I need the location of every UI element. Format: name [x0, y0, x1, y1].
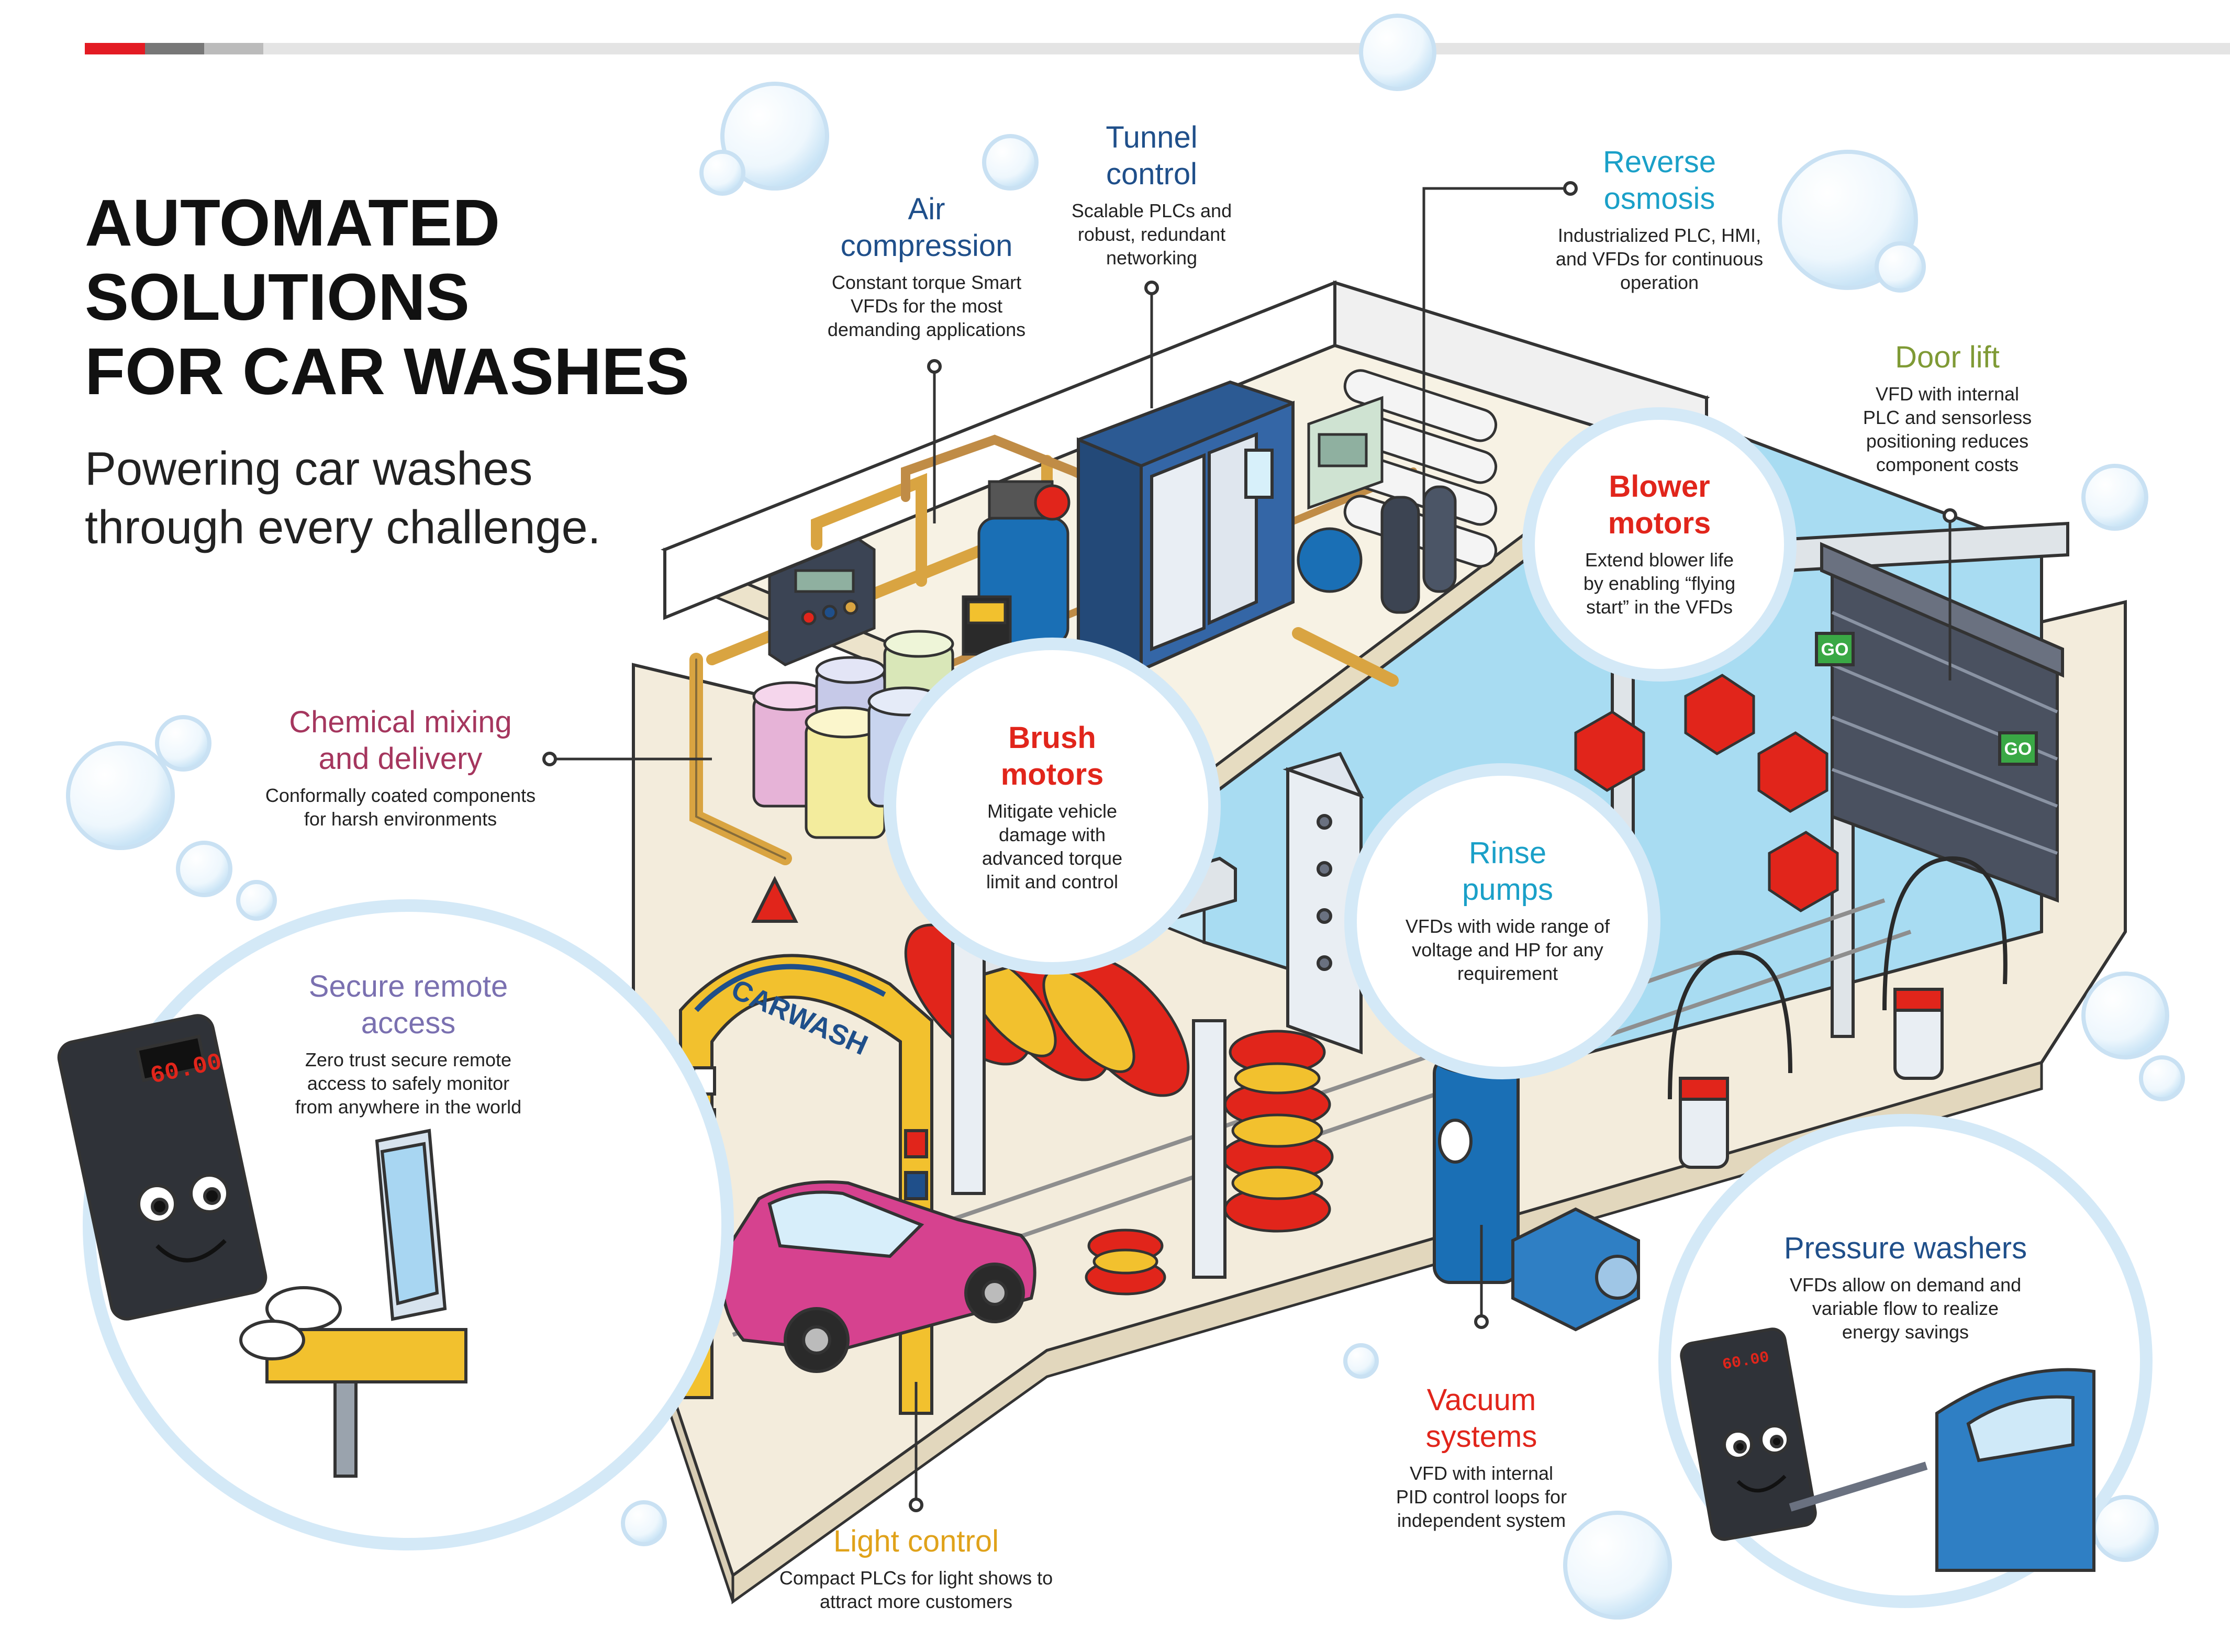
top-bar-red-segment — [85, 43, 145, 54]
callout-vacuum-systems: Vacuum systems VFD with internal PID con… — [1330, 1382, 1633, 1532]
callout-blower-motors: Blower motors Extend blower life by enab… — [1534, 468, 1785, 619]
tunnel-control-desc-1: Scalable PLCs and — [1071, 200, 1232, 221]
car — [720, 1180, 1036, 1373]
callout-pressure-washers: Pressure washers VFDs allow on demand an… — [1727, 1230, 2083, 1344]
rinse-pumps-desc-1: VFDs with wide range of — [1405, 916, 1610, 937]
reverse-osmosis-desc-3: operation — [1620, 272, 1699, 293]
door-lift-desc-3: positioning reduces — [1866, 430, 2029, 452]
rinse-arch — [1283, 752, 1365, 1055]
title-line-1: AUTOMATED — [85, 186, 500, 260]
door-lift-desc-4: component costs — [1876, 454, 2019, 475]
callout-light-control: Light control Compact PLCs for light sho… — [733, 1523, 1099, 1613]
callout-chemical-mixing: Chemical mixing and delivery Conformally… — [230, 704, 571, 831]
reverse-osmosis-unit — [1297, 369, 1498, 614]
chemical-controller — [768, 538, 876, 666]
air-compression-desc-1: Constant torque Smart — [831, 272, 1022, 293]
chemical-mixing-title-2: and delivery — [318, 742, 483, 776]
door-lift-desc-2: PLC and sensorless — [1863, 407, 2032, 428]
door-sign-1: GO — [1821, 640, 1849, 660]
pressure-washer-mascot — [1680, 1327, 2095, 1572]
blower-motors-desc-2: by enabling “flying — [1583, 573, 1736, 594]
secure-remote-desc-2: access to safely monitor — [307, 1073, 510, 1094]
blower-units — [1574, 674, 1839, 912]
air-compression-title-1: Air — [908, 192, 945, 226]
light-control-desc-1: Compact PLCs for light shows to — [779, 1567, 1053, 1589]
pressure-washers-desc-2: variable flow to realize — [1812, 1298, 1999, 1319]
light-control-desc-2: attract more customers — [819, 1591, 1013, 1612]
rinse-pumps-title-2: pumps — [1462, 873, 1554, 907]
secure-remote-title-1: Secure remote — [308, 969, 508, 1003]
chemical-mixing-title-1: Chemical mixing — [289, 705, 512, 739]
air-compression-desc-3: demanding applications — [827, 319, 1026, 340]
top-bar-track — [85, 43, 2230, 54]
top-bar-dark-segment — [145, 43, 204, 54]
page-title: AUTOMATED SOLUTIONS FOR CAR WASHES — [85, 186, 765, 409]
brush-motors-desc-3: advanced torque — [982, 847, 1123, 869]
rinse-pumps-desc-2: voltage and HP for any — [1412, 939, 1603, 961]
secure-remote-title-2: access — [361, 1006, 456, 1040]
pressure-washers-desc-1: VFDs allow on demand and — [1789, 1274, 2022, 1296]
reverse-osmosis-title-2: osmosis — [1603, 182, 1715, 216]
subtitle-line-2: through every challenge. — [85, 501, 601, 554]
vacuum-system — [1433, 1040, 1640, 1332]
callout-rinse-pumps: Rinse pumps VFDs with wide range of volt… — [1361, 835, 1654, 985]
vacuum-systems-desc-1: VFD with internal — [1409, 1463, 1554, 1484]
air-compressor — [962, 480, 1071, 656]
pressure-washers-title: Pressure washers — [1783, 1231, 2027, 1265]
blower-motors-desc-3: start” in the VFDs — [1586, 596, 1733, 618]
page-subtitle: Powering car washes through every challe… — [85, 440, 765, 557]
chemical-mixing-desc-2: for harsh environments — [304, 808, 497, 830]
reverse-osmosis-desc-1: Industrialized PLC, HMI, — [1557, 225, 1761, 246]
door-lift — [1815, 542, 2064, 903]
tunnel-control-title-1: Tunnel — [1106, 120, 1198, 154]
blower-motors-desc-1: Extend blower life — [1585, 549, 1734, 571]
secure-remote-desc-1: Zero trust secure remote — [305, 1049, 512, 1070]
tunnel-control-cabinet — [1077, 380, 1295, 673]
door-lift-desc-1: VFD with internal — [1875, 383, 2020, 405]
remote-access-mascot — [57, 1014, 467, 1478]
subtitle-line-1: Powering car washes — [85, 443, 533, 495]
door-sign-2: GO — [2004, 739, 2032, 759]
reverse-osmosis-desc-2: and VFDs for continuous — [1555, 248, 1764, 270]
brush-motors-desc-2: damage with — [998, 824, 1106, 845]
callout-door-lift: Door lift VFD with internal PLC and sens… — [1811, 339, 2083, 476]
secure-remote-desc-3: from anywhere in the world — [295, 1096, 522, 1118]
title-line-2: SOLUTIONS — [85, 260, 470, 334]
callout-tunnel-control: Tunnel control Scalable PLCs and robust,… — [1000, 119, 1303, 270]
callout-brush-motors: Brush motors Mitigate vehicle damage wit… — [927, 720, 1178, 894]
callout-air-compression: Air compression Constant torque Smart VF… — [770, 191, 1084, 341]
pressure-wash-stations — [1668, 856, 2008, 1169]
brush-motors-desc-4: limit and control — [986, 871, 1119, 892]
brush-motors-desc-1: Mitigate vehicle — [987, 800, 1118, 822]
chemical-mixing-desc-1: Conformally coated components — [265, 785, 536, 806]
light-control-title: Light control — [833, 1524, 999, 1558]
vacuum-systems-desc-3: independent system — [1397, 1510, 1566, 1531]
title-line-3: FOR CAR WASHES — [85, 334, 690, 408]
rinse-pumps-desc-3: requirement — [1457, 963, 1558, 984]
decorative-bubbles — [66, 14, 2185, 1620]
rinse-pumps-title-1: Rinse — [1468, 836, 1547, 870]
tunnel-control-title-2: control — [1106, 157, 1198, 191]
air-compression-title-2: compression — [840, 229, 1013, 263]
blower-motors-title-2: motors — [1608, 506, 1711, 540]
vacuum-systems-desc-2: PID control loops for — [1396, 1486, 1567, 1508]
callout-secure-remote-access: Secure remote access Zero trust secure r… — [251, 968, 565, 1119]
pressure-washers-desc-3: energy savings — [1842, 1321, 1969, 1343]
tunnel-control-desc-2: robust, redundant — [1077, 224, 1226, 245]
air-compression-desc-2: VFDs for the most — [850, 295, 1003, 317]
reverse-osmosis-title-1: Reverse — [1603, 145, 1716, 179]
callout-reverse-osmosis: Reverse osmosis Industrialized PLC, HMI,… — [1508, 144, 1811, 294]
tunnel-control-desc-3: networking — [1106, 247, 1198, 269]
vacuum-systems-title-2: systems — [1425, 1420, 1537, 1454]
door-lift-title: Door lift — [1895, 340, 2000, 374]
top-bar-light-segment — [204, 43, 263, 54]
brush-motors-title-2: motors — [1000, 757, 1104, 791]
brush-motors-title-1: Brush — [1008, 721, 1096, 755]
vacuum-systems-title-1: Vacuum — [1426, 1383, 1536, 1417]
blower-motors-title-1: Blower — [1609, 470, 1710, 504]
